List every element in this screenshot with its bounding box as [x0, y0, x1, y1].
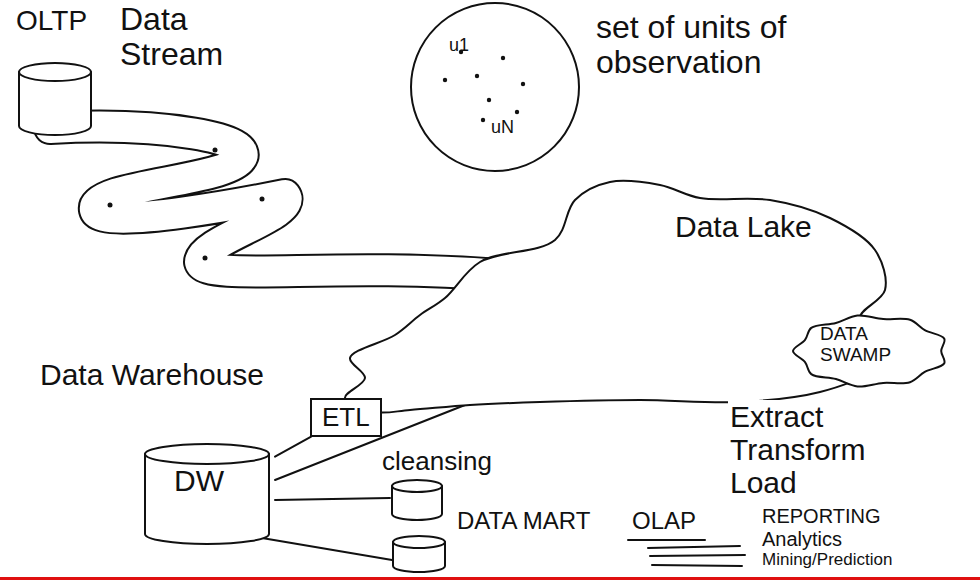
warehouse-label: Data Warehouse [38, 358, 266, 391]
node-text: uN [491, 118, 514, 138]
unit-dot [475, 74, 479, 78]
unit-dot [515, 110, 519, 114]
label-holder: Data Stream [118, 2, 238, 72]
stream-label: Data Stream [118, 2, 238, 72]
node-text: DATA SWAMP [820, 324, 930, 366]
output-stroke [648, 546, 740, 548]
use-label: Analytics [760, 528, 844, 550]
text-holder: DATA SWAMP [820, 324, 930, 366]
unit-dots [443, 50, 525, 122]
cylinder-top [392, 480, 442, 492]
sketch-lines [262, 403, 745, 572]
database-cylinder: OLTP [12, 6, 107, 138]
connector-line [275, 437, 311, 457]
node-text: ETL [322, 403, 370, 432]
warehouse-cylinder: DW [140, 440, 275, 548]
stream-dots [108, 148, 265, 261]
label-holder: OLAP [630, 508, 698, 534]
unit-dot [481, 118, 485, 122]
text-holder: OLTP [16, 6, 87, 37]
progress-bar [0, 577, 980, 580]
data-lake-cloud: Data Lake [330, 170, 905, 432]
shape-outline [19, 63, 91, 135]
shape-outline [793, 315, 945, 386]
mart-label: DATA MART [455, 508, 592, 534]
unit-dot [487, 98, 491, 102]
output-stroke [650, 555, 745, 556]
node-text: OLTP [16, 6, 87, 37]
use-label: Mining/Prediction [760, 551, 894, 570]
shape-outline [345, 181, 895, 413]
swamp-outline [793, 315, 945, 386]
text-holder: Data Lake [675, 210, 815, 243]
mart-line [262, 538, 392, 560]
cylinder-top [19, 63, 91, 81]
label-holder: Extract Transform Load [728, 400, 928, 499]
lake-outline [345, 181, 895, 413]
data-mart-cylinder [393, 536, 445, 572]
label-holder: Mining/Prediction [760, 551, 894, 570]
use-label: REPORTING [760, 505, 883, 527]
data-dot [260, 197, 265, 202]
step-label: cleansing [380, 447, 494, 476]
label-holder: DATA MART [455, 508, 592, 534]
population-circle: u1 uN [405, 0, 585, 175]
shape-outline [411, 3, 579, 171]
unit-dot [501, 56, 505, 60]
output-stroke [652, 565, 742, 566]
label-holder: Data Warehouse [38, 358, 266, 391]
data-stream-band [50, 127, 500, 275]
label-holder: Analytics [760, 528, 844, 550]
shape-svg [330, 170, 905, 432]
circle-caption: set of units of observation [594, 10, 934, 80]
data-dot [203, 256, 208, 261]
unit-dot [521, 82, 525, 86]
data-mart-cylinder [392, 480, 442, 520]
cylinder-top [145, 444, 269, 464]
text-holder: u1 [449, 36, 469, 56]
node-text: u1 [449, 36, 469, 56]
stream-inside [50, 127, 500, 275]
circle-outline [411, 3, 579, 171]
text-holder: uN [491, 118, 514, 138]
label-holder: REPORTING [760, 505, 883, 527]
olap-label: OLAP [630, 508, 698, 534]
node-text: Data Lake [675, 210, 815, 243]
shape-svg [405, 0, 585, 175]
unit-dot [443, 78, 447, 82]
label-holder: set of units of observation [594, 10, 934, 80]
node-text: DW [174, 464, 224, 497]
text-holder: DW [174, 464, 224, 497]
data-dot [108, 203, 113, 208]
acronym-note: Extract Transform Load [728, 400, 928, 499]
cylinder-top [393, 536, 445, 548]
process-box: ETL [310, 398, 382, 437]
data-swamp-cloud: DATA SWAMP [790, 312, 952, 390]
shape-outline [145, 444, 269, 544]
olap-underline [628, 539, 705, 541]
mart-line [275, 498, 390, 500]
label-holder: cleansing [380, 447, 494, 476]
data-dot [213, 148, 218, 153]
cylinder-body [145, 454, 269, 544]
stream-outline [50, 127, 500, 275]
